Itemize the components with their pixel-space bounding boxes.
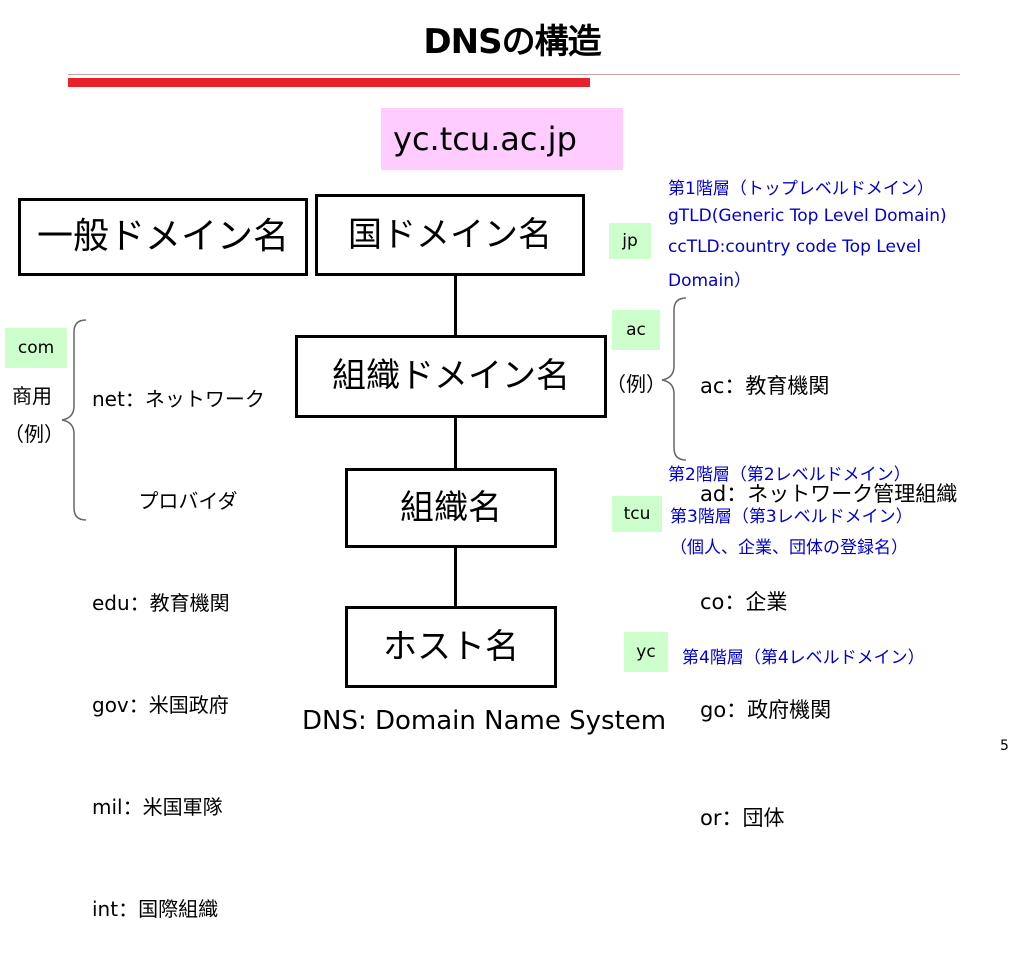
tag-yc: yc <box>624 632 668 672</box>
page-title: DNSの構造 <box>423 22 601 62</box>
country-domain-box: 国ドメイン名 <box>315 194 585 276</box>
host-box: ホスト名 <box>345 606 557 688</box>
connector-line-3 <box>454 548 457 606</box>
connector-line-2 <box>454 418 457 468</box>
tag-com: com <box>5 328 67 368</box>
example-domain: yc.tcu.ac.jp <box>381 108 623 170</box>
host-label: ホスト名 <box>383 627 519 667</box>
page-number: 5 <box>1000 738 1009 754</box>
level2-label: 第2階層（第2レベルドメイン） <box>668 465 911 485</box>
left-example-label: （例） <box>4 422 64 446</box>
list-item: edu：教育機関 <box>92 591 230 615</box>
level1-label: 第1階層（トップレベルドメイン） <box>668 179 934 199</box>
organization-box: 組織名 <box>345 468 557 548</box>
level3-label: 第3階層（第3レベルドメイン） <box>670 507 913 527</box>
general-domain-label: 一般ドメイン名 <box>36 216 289 257</box>
footer-caption: DNS: Domain Name System <box>302 706 667 736</box>
list-item: int：国際組織 <box>92 897 219 921</box>
commercial-label: 商用 <box>12 384 52 408</box>
left-example-list: net：ネットワーク プロバイダ edu：教育機関 gov：米国政府 mil：米… <box>92 314 265 960</box>
right-example-list: ac：教育機関 ad：ネットワーク管理組織 co：企業 go：政府機関 or：団… <box>700 296 957 872</box>
connector-line-1 <box>454 275 457 335</box>
gtld-label: gTLD(Generic Top Level Domain) <box>668 206 947 226</box>
list-item: ad：ネットワーク管理組織 <box>700 482 958 506</box>
tag-tcu: tcu <box>612 496 662 532</box>
organization-label: 組織名 <box>400 488 502 528</box>
list-item: net：ネットワーク <box>92 387 265 411</box>
level4-label: 第4階層（第4レベルドメイン） <box>682 648 925 668</box>
cctld-label-line2: Domain） <box>668 271 751 291</box>
title-divider-thin <box>68 74 960 75</box>
left-brace-icon <box>61 319 87 521</box>
right-example-label: （例） <box>606 372 666 396</box>
list-item: ac：教育機関 <box>700 374 830 398</box>
general-domain-box: 一般ドメイン名 <box>18 198 308 276</box>
list-item: gov：米国政府 <box>92 693 229 717</box>
tag-jp: jp <box>609 223 651 259</box>
list-item: mil：米国軍隊 <box>92 795 223 819</box>
right-brace-icon <box>661 297 687 461</box>
list-item: go：政府機関 <box>700 698 832 722</box>
title-divider-red <box>68 78 590 87</box>
organization-domain-label: 組織ドメイン名 <box>332 356 570 396</box>
level3-sub-label: （個人、企業、団体の登録名） <box>670 538 908 558</box>
list-item: プロバイダ <box>92 489 238 513</box>
list-item: or：団体 <box>700 806 785 830</box>
tag-ac: ac <box>612 310 660 350</box>
organization-domain-box: 組織ドメイン名 <box>295 335 607 418</box>
cctld-label-line1: ccTLD:country code Top Level <box>668 237 922 257</box>
list-item: co：企業 <box>700 590 788 614</box>
country-domain-label: 国ドメイン名 <box>348 215 552 255</box>
